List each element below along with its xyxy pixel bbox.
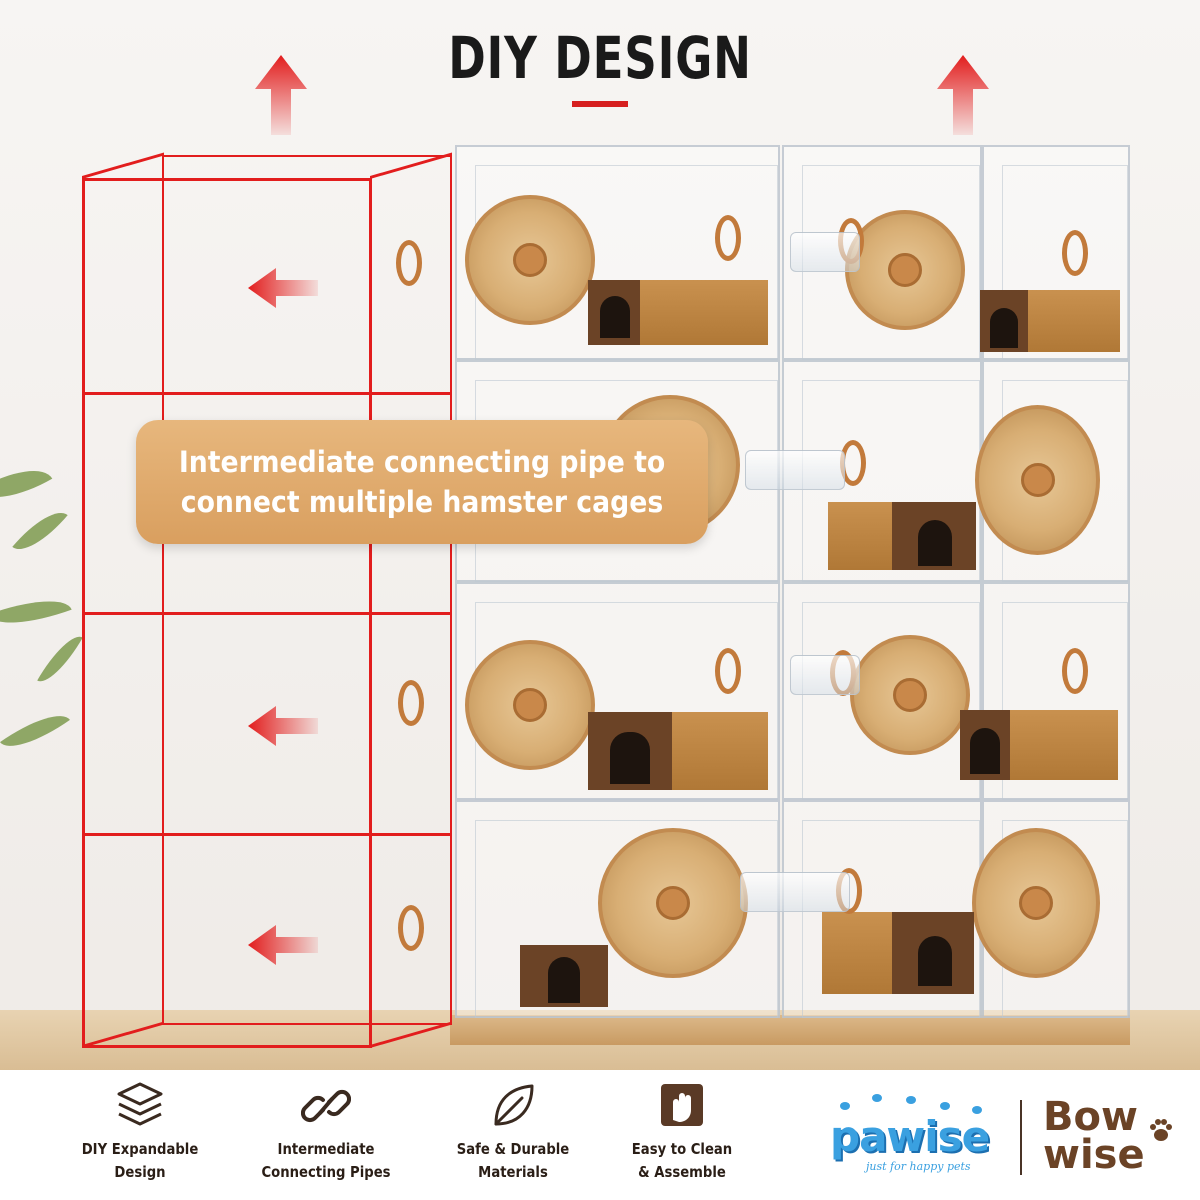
paw-print-icon: [1150, 1119, 1172, 1141]
pipe-connector-ring: [398, 905, 424, 951]
wooden-hideout: [980, 290, 1120, 352]
bowwise-line-1: Bow: [1043, 1094, 1138, 1140]
paw-print-icon: [840, 1102, 850, 1110]
callout-line-1: Intermediate connecting pipe to: [178, 445, 666, 479]
arrow-left-icon: [248, 706, 318, 746]
pawise-logo: pawise just for happy pets: [822, 1092, 1002, 1182]
exercise-wheel: [972, 828, 1100, 978]
brand-divider: [1020, 1100, 1022, 1175]
cage-base-board: [450, 1015, 1130, 1045]
exercise-wheel: [845, 210, 965, 330]
feature-label: Safe & Durable Materials: [456, 1140, 570, 1181]
paw-print-icon: [872, 1094, 882, 1102]
exercise-wheel: [850, 635, 970, 755]
pawise-wordmark: pawise: [830, 1112, 990, 1161]
product-scene: DIY DESIGN: [0, 0, 1200, 1070]
pipe-connector-ring: [1062, 230, 1088, 276]
page-title: DIY DESIGN: [448, 24, 752, 92]
arrow-up-icon: [937, 55, 989, 135]
connecting-pipe: [745, 450, 845, 490]
chain-link-icon: [301, 1089, 351, 1123]
title-underline: [572, 101, 628, 107]
callout-line-2: connect multiple hamster cages: [180, 485, 664, 519]
wooden-hideout: [588, 280, 768, 345]
connecting-pipe: [790, 232, 860, 272]
wooden-hideout: [960, 710, 1118, 780]
pawise-tagline: just for happy pets: [866, 1160, 971, 1173]
connecting-pipe: [790, 655, 860, 695]
feature-label: Easy to Clean & Assemble: [631, 1140, 733, 1181]
pipe-connector-ring: [396, 240, 422, 286]
arrow-left-icon: [248, 268, 318, 308]
bowwise-logo: Bow wise: [1043, 1097, 1145, 1175]
exercise-wheel: [465, 640, 595, 770]
exercise-wheel: [465, 195, 595, 325]
pipe-connector-ring: [398, 680, 424, 726]
pipe-connector-ring: [715, 215, 741, 261]
wooden-hideout: [828, 502, 976, 570]
feature-easy-clean: Easy to Clean & Assemble: [602, 1080, 762, 1184]
stacked-layers-icon: [117, 1082, 163, 1126]
hand-wiping-icon: [661, 1084, 703, 1126]
arrow-up-icon: [255, 55, 307, 135]
pipe-connector-ring: [715, 648, 741, 694]
feature-diy-expandable: DIY Expandable Design: [60, 1080, 220, 1184]
feature-bar: [0, 1070, 1200, 1200]
arrow-left-icon: [248, 925, 318, 965]
feature-safe-durable: Safe & Durable Materials: [433, 1080, 593, 1184]
leaf-icon: [494, 1084, 534, 1126]
exercise-wheel: [975, 405, 1100, 555]
wooden-hideout: [520, 945, 608, 1007]
feature-label: DIY Expandable Design: [81, 1140, 199, 1181]
paw-print-icon: [906, 1096, 916, 1104]
connecting-pipe-callout: Intermediate connecting pipe to connect …: [136, 420, 708, 544]
connecting-pipe: [740, 872, 850, 912]
feature-connecting-pipes: Intermediate Connecting Pipes: [246, 1080, 406, 1184]
paw-print-icon: [940, 1102, 950, 1110]
pipe-connector-ring: [1062, 648, 1088, 694]
wooden-hideout: [822, 912, 974, 994]
exercise-wheel: [598, 828, 748, 978]
wooden-hideout: [588, 712, 768, 790]
bowwise-line-2: wise: [1043, 1132, 1145, 1178]
feature-label: Intermediate Connecting Pipes: [261, 1140, 391, 1181]
paw-print-icon: [972, 1106, 982, 1114]
